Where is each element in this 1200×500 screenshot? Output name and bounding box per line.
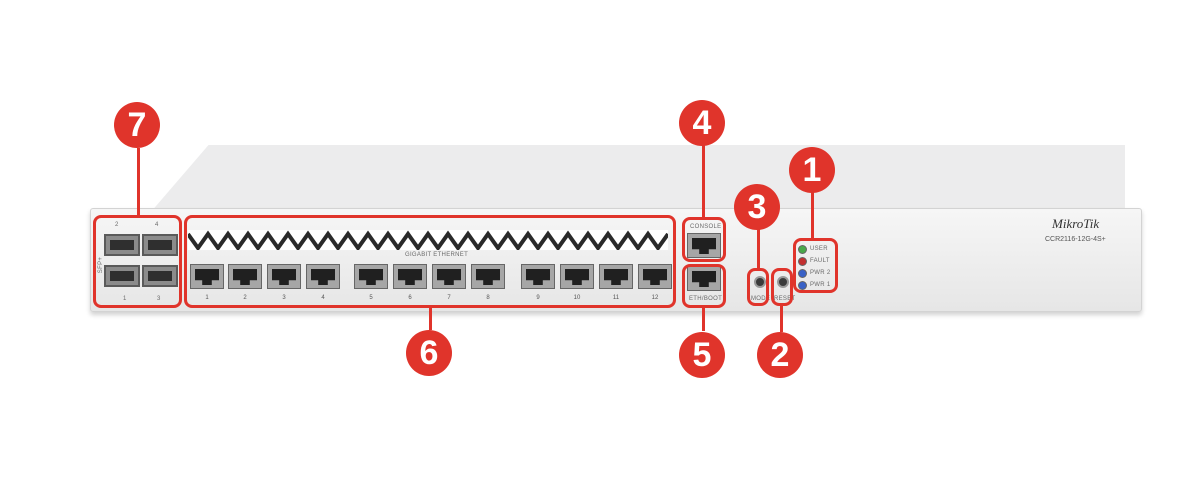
led-pwr2 bbox=[798, 269, 807, 278]
ethernet-port-12[interactable] bbox=[638, 264, 672, 289]
sfp-port-1[interactable] bbox=[104, 265, 140, 287]
port-number: 8 bbox=[486, 295, 490, 301]
led-label: PWR 2 bbox=[810, 270, 831, 276]
sfp-port-4[interactable] bbox=[142, 234, 178, 256]
callout-box-ethernet bbox=[184, 215, 676, 308]
callout-badge-5: 5 bbox=[679, 332, 725, 378]
callout-box-leds bbox=[793, 238, 838, 293]
router-front-panel bbox=[90, 208, 1142, 312]
ethernet-port-6[interactable] bbox=[393, 264, 427, 289]
ethernet-port-3[interactable] bbox=[267, 264, 301, 289]
port-number: 11 bbox=[612, 295, 620, 301]
ethernet-port-9[interactable] bbox=[521, 264, 555, 289]
port-number: 3 bbox=[282, 295, 286, 301]
eth-boot-port[interactable] bbox=[687, 266, 721, 291]
callout-badge-2: 2 bbox=[757, 332, 803, 378]
led-user bbox=[798, 245, 807, 254]
callout-box-console bbox=[682, 217, 726, 262]
ethernet-port-11[interactable] bbox=[599, 264, 633, 289]
callout-badge-7: 7 bbox=[114, 102, 160, 148]
led-fault bbox=[798, 257, 807, 266]
reset-button[interactable] bbox=[777, 276, 789, 288]
ethernet-port-5[interactable] bbox=[354, 264, 388, 289]
router-top-face bbox=[150, 145, 1125, 213]
leader-line-3 bbox=[757, 228, 760, 269]
mode-label: MODE bbox=[751, 296, 771, 302]
callout-box-mode bbox=[747, 268, 769, 306]
eth-boot-label: ETH/BOOT bbox=[689, 296, 723, 302]
callout-box-eth-boot bbox=[682, 264, 726, 308]
sfp-port-3[interactable] bbox=[142, 265, 178, 287]
callout-badge-3: 3 bbox=[734, 184, 780, 230]
led-label: FAULT bbox=[810, 258, 830, 264]
vent-pattern bbox=[188, 230, 668, 250]
port-number: 12 bbox=[651, 295, 659, 301]
led-label: USER bbox=[810, 246, 828, 252]
port-number: 4 bbox=[321, 295, 325, 301]
leader-line-1 bbox=[811, 192, 814, 239]
leader-line-6 bbox=[429, 308, 432, 330]
port-number: 5 bbox=[369, 295, 373, 301]
sfp-port-2[interactable] bbox=[104, 234, 140, 256]
callout-box-reset bbox=[771, 268, 793, 306]
ethernet-port-10[interactable] bbox=[560, 264, 594, 289]
callout-badge-4: 4 bbox=[679, 100, 725, 146]
port-number: 6 bbox=[408, 295, 412, 301]
reset-label: RESET bbox=[774, 296, 796, 302]
port-number: 1 bbox=[205, 295, 209, 301]
ethernet-port-1[interactable] bbox=[190, 264, 224, 289]
sfp-number-2: 2 bbox=[115, 222, 119, 228]
leader-line-2 bbox=[780, 306, 783, 332]
console-port[interactable] bbox=[687, 233, 721, 258]
sfp-number-3: 3 bbox=[157, 296, 161, 302]
leader-line-5 bbox=[702, 307, 705, 331]
brand-logo: MikroTik bbox=[1052, 216, 1100, 231]
ethernet-port-2[interactable] bbox=[228, 264, 262, 289]
console-label: CONSOLE bbox=[690, 224, 722, 230]
port-number: 10 bbox=[573, 295, 581, 301]
sfp-number-1: 1 bbox=[123, 296, 127, 302]
leader-line-4 bbox=[702, 145, 705, 218]
mode-button[interactable] bbox=[754, 276, 766, 288]
port-number: 7 bbox=[447, 295, 451, 301]
callout-box-sfp bbox=[93, 215, 182, 308]
port-number: 2 bbox=[243, 295, 247, 301]
ethernet-port-4[interactable] bbox=[306, 264, 340, 289]
model-label: CCR2116-12G-4S+ bbox=[1045, 236, 1106, 243]
callout-badge-1: 1 bbox=[789, 147, 835, 193]
gigabit-ethernet-label: GIGABIT ETHERNET bbox=[405, 252, 469, 258]
sfp-number-4: 4 bbox=[155, 222, 159, 228]
led-label: PWR 1 bbox=[810, 282, 831, 288]
ethernet-port-7[interactable] bbox=[432, 264, 466, 289]
leader-line-7 bbox=[137, 148, 140, 216]
callout-badge-6: 6 bbox=[406, 330, 452, 376]
ethernet-port-8[interactable] bbox=[471, 264, 505, 289]
port-number: 9 bbox=[536, 295, 540, 301]
